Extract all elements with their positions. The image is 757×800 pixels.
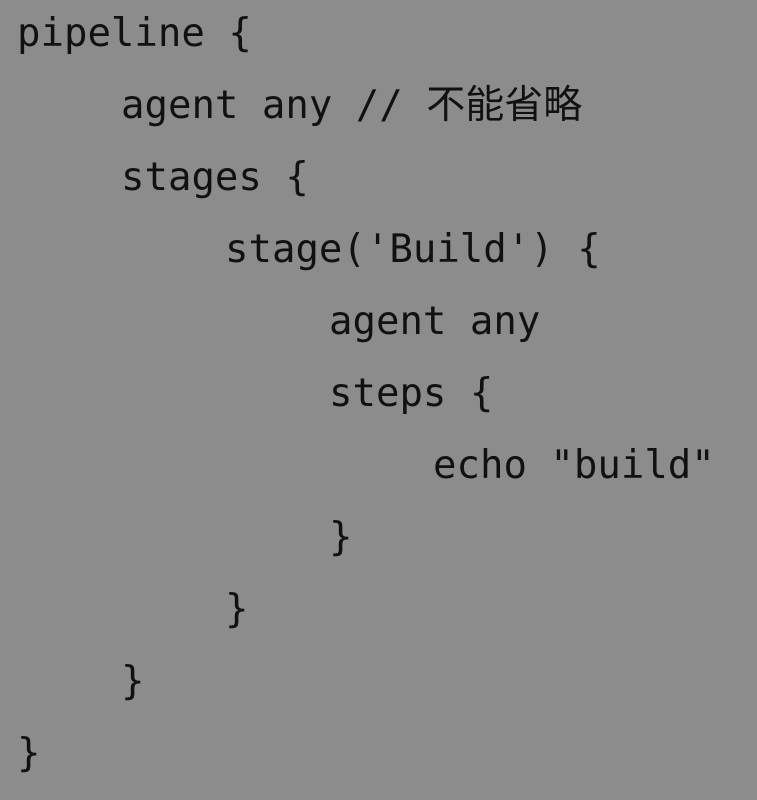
code-line-3: stages { [121,155,309,200]
code-line-6: steps { [329,371,494,416]
code-line-8: } [329,515,353,560]
code-line-11: } [17,731,41,776]
code-line-10: } [121,659,145,704]
code-line-2: agent any // 不能省略 [121,83,583,128]
code-line-7: echo "build" [433,443,715,488]
code-line-9: } [225,587,249,632]
code-line-1: pipeline { [17,11,252,56]
code-line-5: agent any [329,299,541,344]
code-line-4: stage('Build') { [225,227,601,272]
